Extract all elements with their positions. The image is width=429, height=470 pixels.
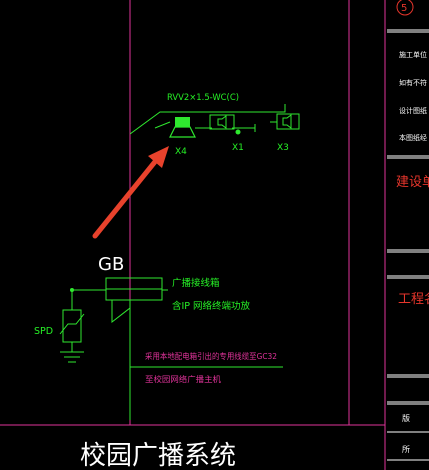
project-name-label: 工程名 [398, 291, 429, 307]
title-block-note: 设计图纸 [399, 106, 427, 115]
x3-speaker-icon [270, 113, 300, 130]
x4-label: X4 [175, 147, 187, 157]
title-block-row-label: 所 [402, 444, 410, 454]
title-block-row-label: 版 [402, 413, 410, 423]
cable-note-line2: 至校园网络广播主机 [145, 374, 221, 384]
title-block-note: 如有不符 [399, 78, 427, 87]
junction-label-line1: 广播接线箱 [172, 277, 220, 289]
title-block-note: 施工单位 [399, 50, 427, 59]
sheet-number: 5 [401, 3, 407, 14]
title-block [387, 29, 429, 461]
junction-label-line2: 含IP 网络终端功放 [172, 300, 251, 312]
gb-label: GB [98, 254, 124, 275]
x1-label: X1 [232, 143, 244, 153]
x1-speaker-icon [209, 114, 241, 135]
spd-icon [59, 290, 85, 363]
x4-speaker-icon [169, 117, 196, 138]
x3-label: X3 [277, 143, 289, 153]
construction-unit-label: 建设单 [396, 175, 429, 190]
junction-box [105, 277, 168, 301]
spd-connection-dot [70, 288, 74, 292]
spd-label: SPD [34, 326, 53, 337]
annotation-arrow-icon [92, 146, 169, 239]
sheet-number-circle [396, 0, 414, 16]
title-block-note: 本图纸经 [399, 133, 427, 142]
riser-wire [70, 289, 131, 420]
cable-note-line1: 采用本地配电箱引出的专用线缆至GC32 [145, 351, 277, 361]
cable-run [129, 104, 286, 135]
drawing-title: 校园广播系统 [80, 441, 236, 470]
cable-label: RVV2×1.5-WC(C) [167, 93, 239, 103]
